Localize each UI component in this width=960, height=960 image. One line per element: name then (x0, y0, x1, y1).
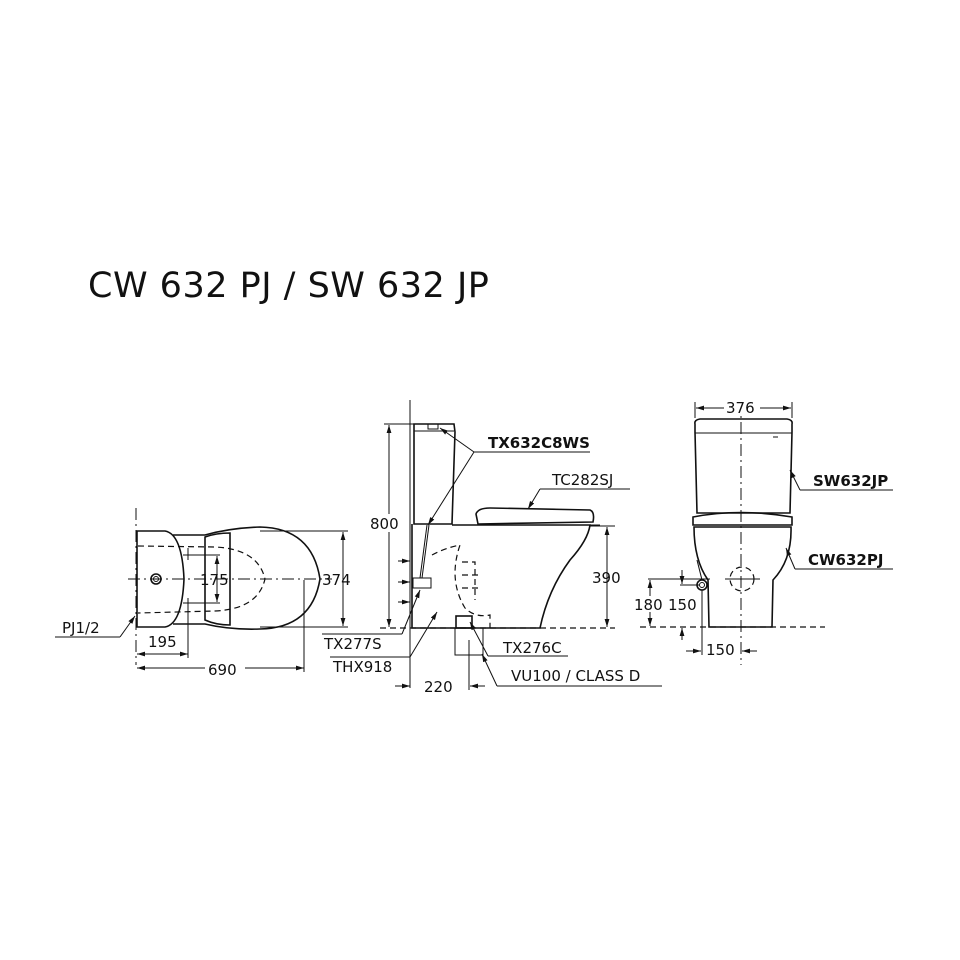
dim-376: 376 (726, 399, 755, 417)
label-vu100: VU100 / CLASS D (511, 667, 640, 685)
dim-150-horizontal: 150 (706, 641, 735, 659)
label-pj12: PJ1/2 (62, 619, 100, 637)
dim-150-vertical: 150 (668, 596, 697, 614)
label-thx918: THX918 (332, 658, 392, 676)
front-view: 376 180 150 150 SW632JP CW632PJ (632, 399, 893, 665)
dim-690: 690 (208, 661, 237, 679)
dim-374: 374 (322, 571, 351, 589)
label-cw632pj: CW632PJ (808, 551, 883, 569)
dim-180: 180 (634, 596, 663, 614)
top-view: 175 374 195 690 PJ1/2 (55, 508, 351, 679)
label-tx276c: TX276C (502, 639, 562, 657)
label-tx632c8ws: TX632C8WS (488, 434, 590, 452)
dim-175: 175 (200, 571, 229, 589)
label-sw632jp: SW632JP (813, 472, 888, 490)
page-title: CW 632 PJ / SW 632 JP (88, 266, 490, 306)
label-tx277s: TX277S (323, 635, 382, 653)
dim-220: 220 (424, 678, 453, 696)
dim-195: 195 (148, 633, 177, 651)
label-tc282sj: TC282SJ (551, 471, 613, 489)
dim-800: 800 (370, 515, 399, 533)
side-view: 800 390 220 TX632C8WS TC282SJ TX277S THX… (322, 400, 662, 696)
dim-390: 390 (592, 569, 621, 587)
